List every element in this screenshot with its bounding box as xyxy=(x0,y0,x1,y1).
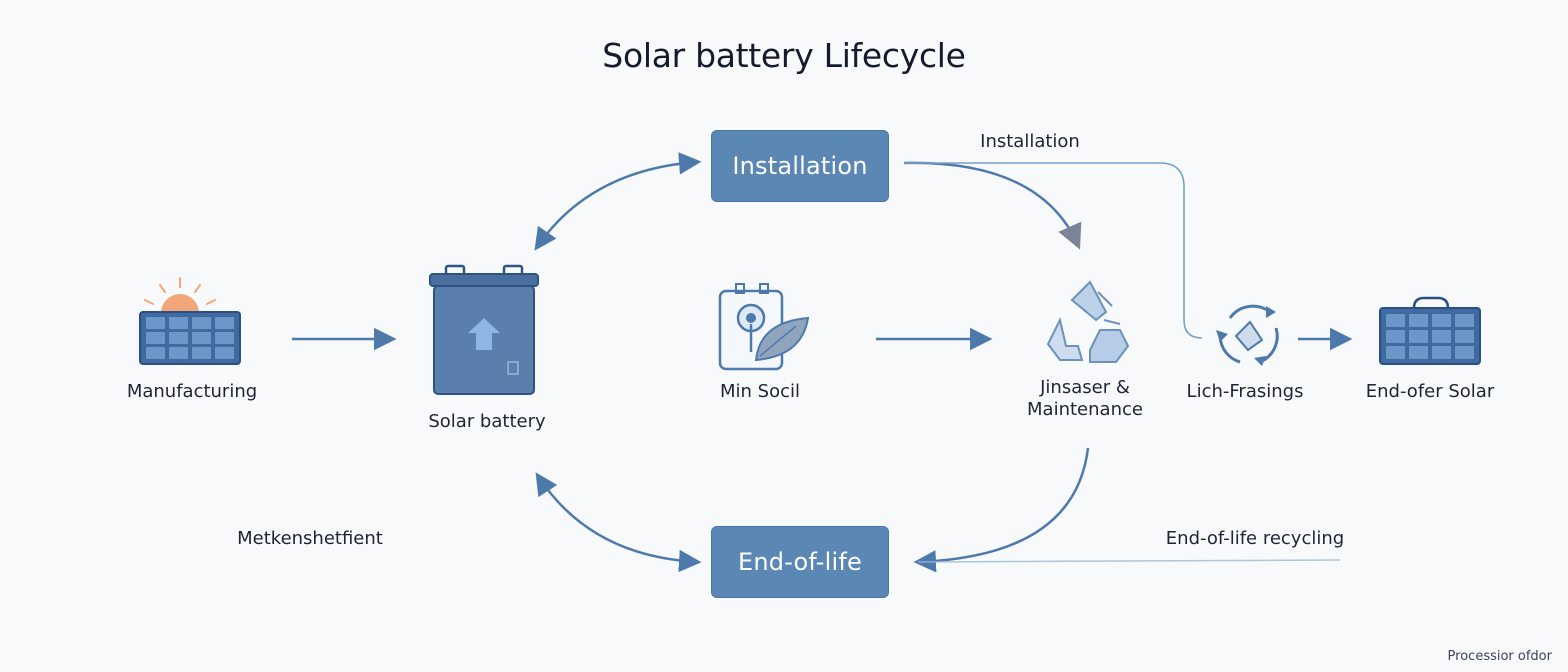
installation-box: Installation xyxy=(711,130,889,202)
end-of-life-box: End-of-life xyxy=(711,526,889,598)
line-installation-to-lich xyxy=(904,162,1203,339)
end-of-life-recycling-annotation: End-of-life recycling xyxy=(1165,528,1345,549)
arrow-battery-end-of-life xyxy=(535,472,702,573)
min-socil-label: Min Socil xyxy=(720,381,800,402)
metkenshetfient-annotation: Metkenshetfient xyxy=(237,528,383,549)
installation-annotation: Installation xyxy=(980,131,1080,152)
recycle-icon xyxy=(1046,280,1130,363)
battery-icon xyxy=(429,264,539,395)
footer-text: Processior ofdor xyxy=(1447,649,1552,664)
lich-frasings-label: Lich-Frasings xyxy=(1186,381,1304,402)
solar-panel-icon xyxy=(1379,296,1481,365)
recycle-circle-icon xyxy=(1216,304,1279,366)
maintenance-label-line2: Maintenance xyxy=(1027,399,1143,420)
solar-panel-sun-icon xyxy=(139,277,241,365)
arrow-installation-to-maintenance xyxy=(903,161,1082,250)
solar-battery-label: Solar battery xyxy=(428,411,546,432)
manufacturing-label: Manufacturing xyxy=(126,381,258,402)
arrow-battery-installation xyxy=(534,152,702,251)
end-ofer-solar-label: End-ofer Solar xyxy=(1365,381,1495,402)
arrow-maintenance-to-end-of-life xyxy=(913,447,1090,573)
diagram-title: Solar battery Lifecycle xyxy=(602,36,966,75)
maintenance-label-line1: Jinsaser & xyxy=(1040,377,1130,398)
line-end-of-life-recycling xyxy=(917,559,1341,563)
soil-sensor-leaf-icon xyxy=(718,283,810,371)
